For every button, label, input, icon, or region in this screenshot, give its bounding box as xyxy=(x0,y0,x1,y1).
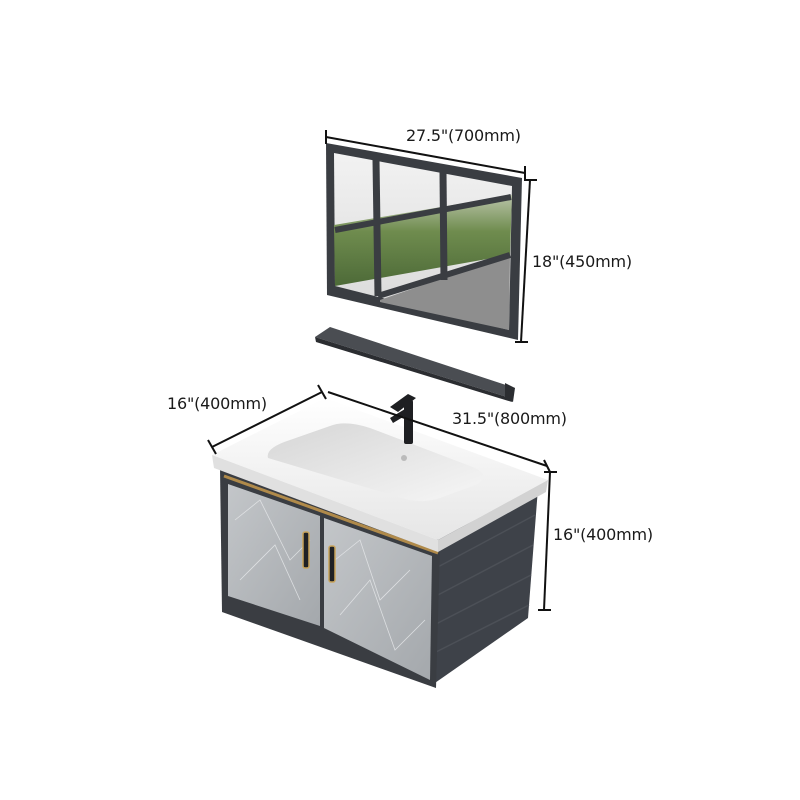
mirror-width-label: 27.5"(700mm) xyxy=(406,126,521,145)
dimension-line-vanity-width xyxy=(327,391,551,473)
mirror-height-label: 18"(450mm) xyxy=(532,252,632,271)
vanity-depth-label: 16"(400mm) xyxy=(167,394,267,413)
dimension-line-vanity-height xyxy=(538,471,557,611)
cabinet-door-left xyxy=(228,484,320,626)
dimension-line-mirror-height xyxy=(515,179,537,343)
shelf xyxy=(315,327,515,402)
vanity-width-label: 31.5"(800mm) xyxy=(452,409,567,428)
vanity-cabinet xyxy=(220,468,538,688)
vanity-height-label: 16"(400mm) xyxy=(553,525,653,544)
door-handle-left xyxy=(302,531,310,569)
dimension-line-mirror-width xyxy=(325,130,526,180)
door-handle-right xyxy=(328,545,336,583)
mirror xyxy=(326,143,522,340)
dimension-line-vanity-depth xyxy=(207,384,327,455)
ceramic-basin xyxy=(212,398,548,552)
